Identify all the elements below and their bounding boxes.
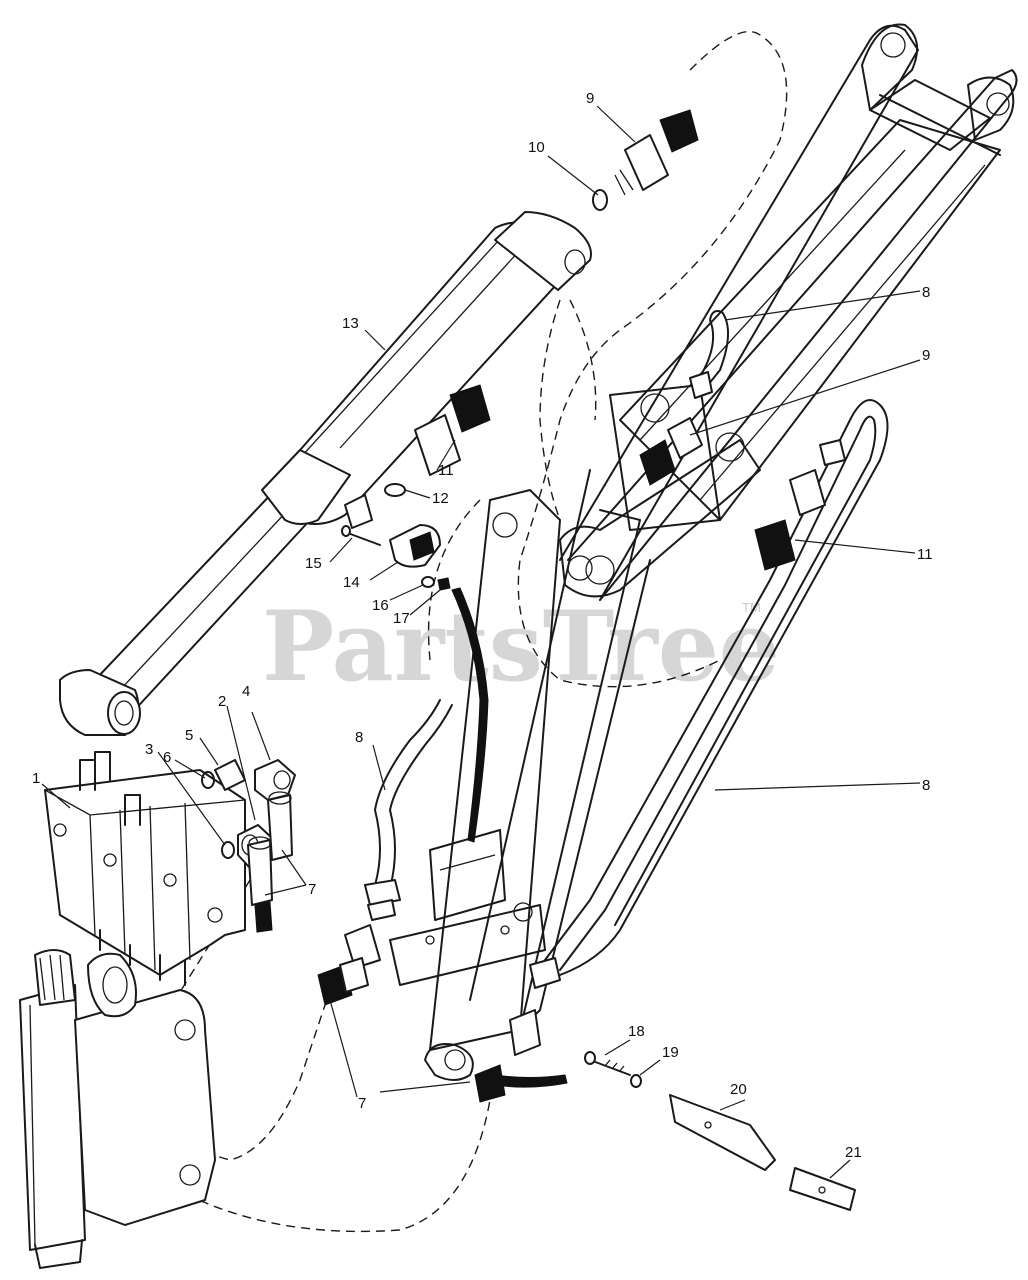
o-ring-cylinder[interactable] (384, 483, 406, 497)
flat-washer[interactable] (421, 576, 435, 588)
lock-washer[interactable] (630, 1074, 642, 1088)
o-ring-small[interactable] (221, 841, 235, 859)
callout-8-left: 8 (355, 729, 363, 746)
callout-19: 19 (662, 1044, 679, 1061)
straight-fitting-right[interactable] (754, 469, 826, 571)
straight-fitting-mid[interactable] (639, 417, 703, 486)
callout-10: 10 (528, 139, 545, 156)
boom-arm[interactable] (389, 23, 1018, 1081)
callout-14: 14 (343, 574, 360, 591)
callout-11-cylinder: 11 (438, 462, 454, 479)
wear-pad[interactable] (669, 1094, 776, 1171)
callout-21: 21 (845, 1144, 862, 1161)
callout-15: 15 (305, 555, 322, 572)
hose-section-black-lower[interactable] (494, 1074, 568, 1088)
callout-5: 5 (185, 727, 193, 744)
leader-lines (41, 105, 921, 1179)
callout-16: 16 (372, 597, 389, 614)
straight-fitting-top[interactable] (614, 109, 699, 196)
hose-fitting-valve[interactable] (247, 791, 293, 933)
hose-clamp[interactable] (389, 524, 441, 568)
callout-2: 2 (218, 693, 226, 710)
callout-8-upper: 8 (922, 284, 930, 301)
straight-fitting-cylinder[interactable] (414, 384, 491, 476)
callout-8-right: 8 (922, 777, 930, 794)
callout-6: 6 (163, 749, 171, 766)
shim-plate[interactable] (789, 1167, 856, 1211)
callout-labels: 1 2 3 4 5 6 7 7 8 8 8 9 9 10 11 11 12 13… (32, 90, 933, 1161)
callout-11-right: 11 (917, 546, 933, 563)
callout-1: 1 (32, 770, 40, 787)
watermark-text: PartsTree (262, 590, 780, 703)
callout-13: 13 (342, 315, 359, 332)
hydraulic-hose-upper[interactable] (689, 310, 729, 399)
o-ring-top[interactable] (592, 189, 608, 211)
hose-fitting-lower-left[interactable] (317, 924, 381, 1006)
hydraulic-tube-right[interactable] (529, 399, 889, 989)
callout-9-mid: 9 (922, 347, 930, 364)
clamp-bolt[interactable] (341, 525, 381, 546)
hose-fitting-lower-right[interactable] (474, 1009, 541, 1103)
callout-18: 18 (628, 1023, 645, 1040)
cap-screw[interactable] (584, 1051, 631, 1076)
callout-20: 20 (730, 1081, 747, 1098)
hydraulic-hose-left[interactable] (364, 699, 453, 921)
callout-3: 3 (145, 741, 153, 758)
swing-post[interactable] (19, 949, 216, 1269)
lock-nut[interactable] (437, 577, 451, 591)
callout-7-valve: 7 (308, 881, 316, 898)
control-valve[interactable] (44, 751, 246, 986)
callout-9-top: 9 (586, 90, 594, 107)
callout-17: 17 (393, 610, 410, 627)
hydraulic-cylinder[interactable] (59, 211, 592, 736)
hose-section-black[interactable] (451, 587, 489, 843)
callout-12: 12 (432, 490, 449, 507)
callout-7-lower: 7 (358, 1095, 366, 1112)
callout-4: 4 (242, 683, 250, 700)
o-ring[interactable] (201, 771, 215, 789)
